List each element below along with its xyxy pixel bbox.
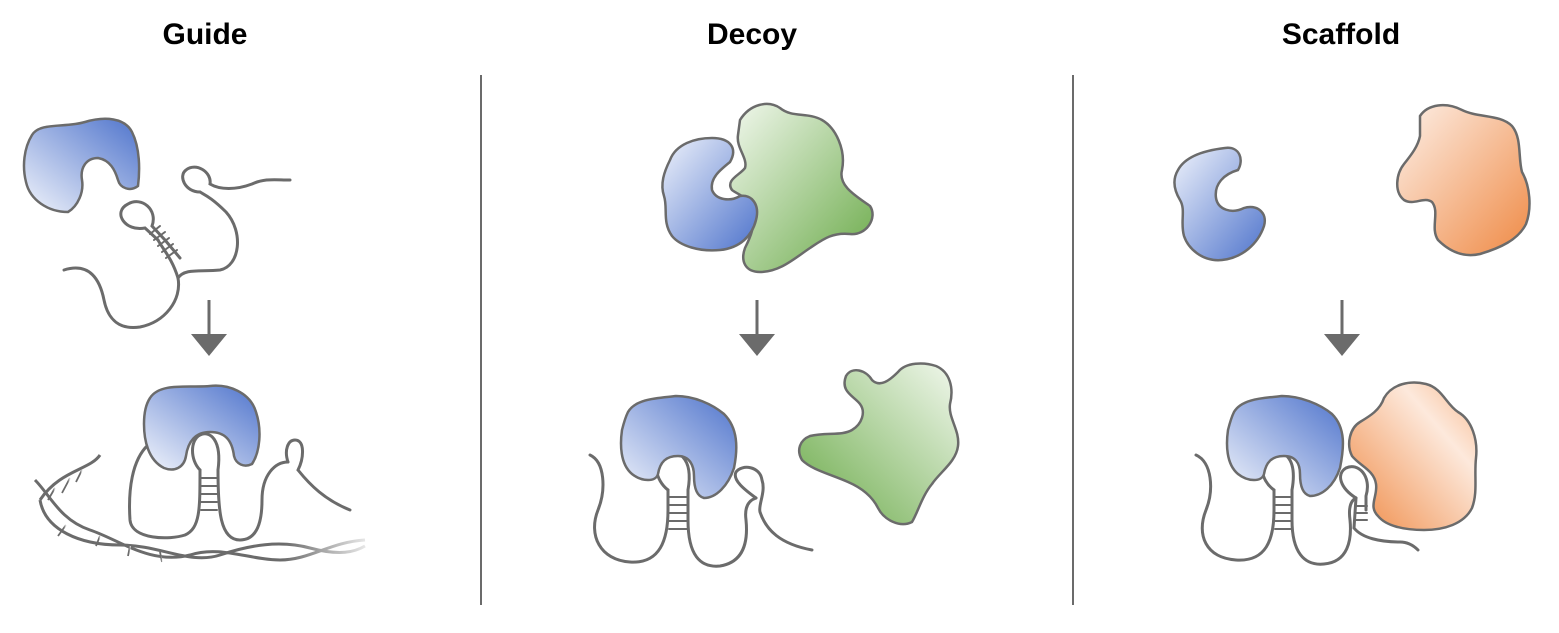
arrow-down-icon [191,300,227,356]
protein-orange-shape [1348,381,1478,532]
protein-blue-shape [661,136,759,252]
arrow-down-icon [739,300,775,356]
decoy-panel [588,102,960,568]
protein-green-shape [798,362,960,526]
protein-green-shape [729,102,874,274]
protein-blue-shape [142,384,261,471]
dna-helix [33,454,366,563]
protein-orange-shape [1396,103,1531,257]
arrow-down-icon [1324,300,1360,356]
protein-blue-shape [619,394,738,500]
scaffold-panel [1173,103,1531,566]
protein-blue-shape [1225,394,1345,498]
rna-strand [62,165,292,330]
rna-strand-bound [128,432,352,542]
protein-blue-shape [22,117,141,214]
rna-strand [1194,450,1420,566]
protein-blue-shape [1173,146,1267,262]
panel-title-guide: Guide [162,18,248,51]
panel-title-scaffold: Scaffold [1281,18,1401,51]
guide-panel [22,117,366,563]
panel-title-decoy: Decoy [706,18,798,51]
